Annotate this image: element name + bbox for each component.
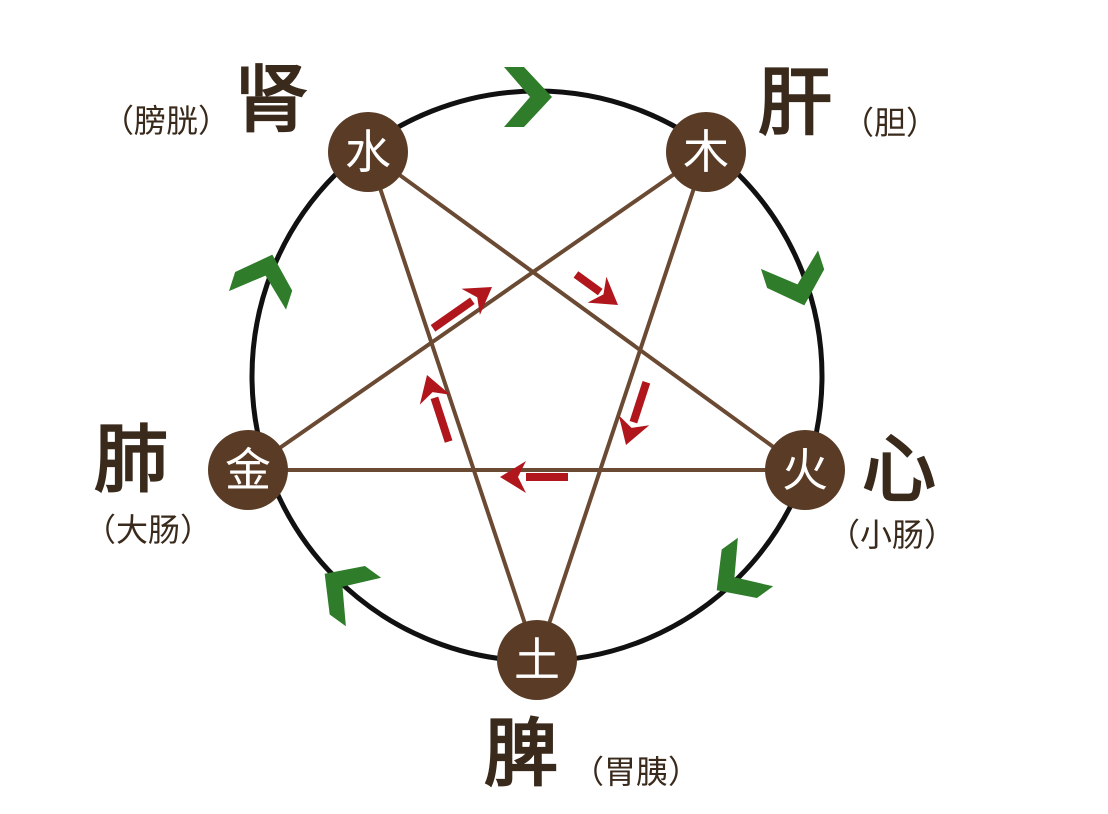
node-metal-label: 金 (225, 443, 271, 497)
node-fire: 火 (765, 430, 845, 510)
generating-arrow-metal-water (228, 254, 293, 310)
generating-arrow-earth-metal (324, 565, 382, 627)
paired-label-bladder: （膀胱） (102, 102, 230, 140)
node-water: 水 (328, 112, 408, 192)
node-earth: 土 (497, 620, 577, 700)
paired-label-small-intestine: （小肠） (828, 516, 956, 554)
controlling-star (246, 150, 807, 662)
node-fire-label: 火 (782, 443, 828, 497)
node-wood-label: 木 (683, 125, 729, 179)
controlling-arrow-water-fire (573, 271, 618, 305)
controlling-arrow-earth-water (419, 375, 453, 443)
controlling-arrow-wood-earth (618, 380, 651, 445)
paired-label-stomach-pancreas: （胃胰） (572, 753, 700, 791)
organ-label-spleen: 脾 (484, 711, 558, 797)
generating-arrow-water-wood (504, 67, 552, 127)
organ-label-heart: 心 (862, 427, 936, 513)
star-line-water-fire (366, 150, 807, 472)
node-fire-circle (765, 430, 845, 510)
node-wood: 木 (666, 112, 746, 192)
paired-label-gallbladder: （胆） (842, 104, 938, 142)
controlling-arrows (419, 271, 651, 493)
node-earth-circle (497, 620, 577, 700)
node-water-label: 水 (345, 125, 391, 179)
organ-label-lung: 肺 (94, 417, 168, 503)
generating-arrows (228, 67, 825, 627)
star-line-metal-wood (246, 150, 708, 472)
organ-label-kidney: 肾 (234, 57, 308, 143)
star-line-wood-earth (535, 150, 708, 662)
controlling-arrow-fire-metal (500, 461, 568, 493)
node-earth-label: 土 (514, 633, 560, 687)
node-metal-circle (208, 430, 288, 510)
organ-label-liver: 肝 (758, 60, 832, 146)
node-metal: 金 (208, 430, 288, 510)
generating-arrow-fire-earth (716, 537, 774, 599)
star-line-earth-water (366, 150, 539, 662)
paired-label-large-intestine: （大肠） (84, 511, 212, 549)
node-water-circle (328, 112, 408, 192)
controlling-arrow-metal-wood (430, 287, 492, 332)
node-wood-circle (666, 112, 746, 192)
generating-arrow-wood-fire (760, 250, 825, 306)
